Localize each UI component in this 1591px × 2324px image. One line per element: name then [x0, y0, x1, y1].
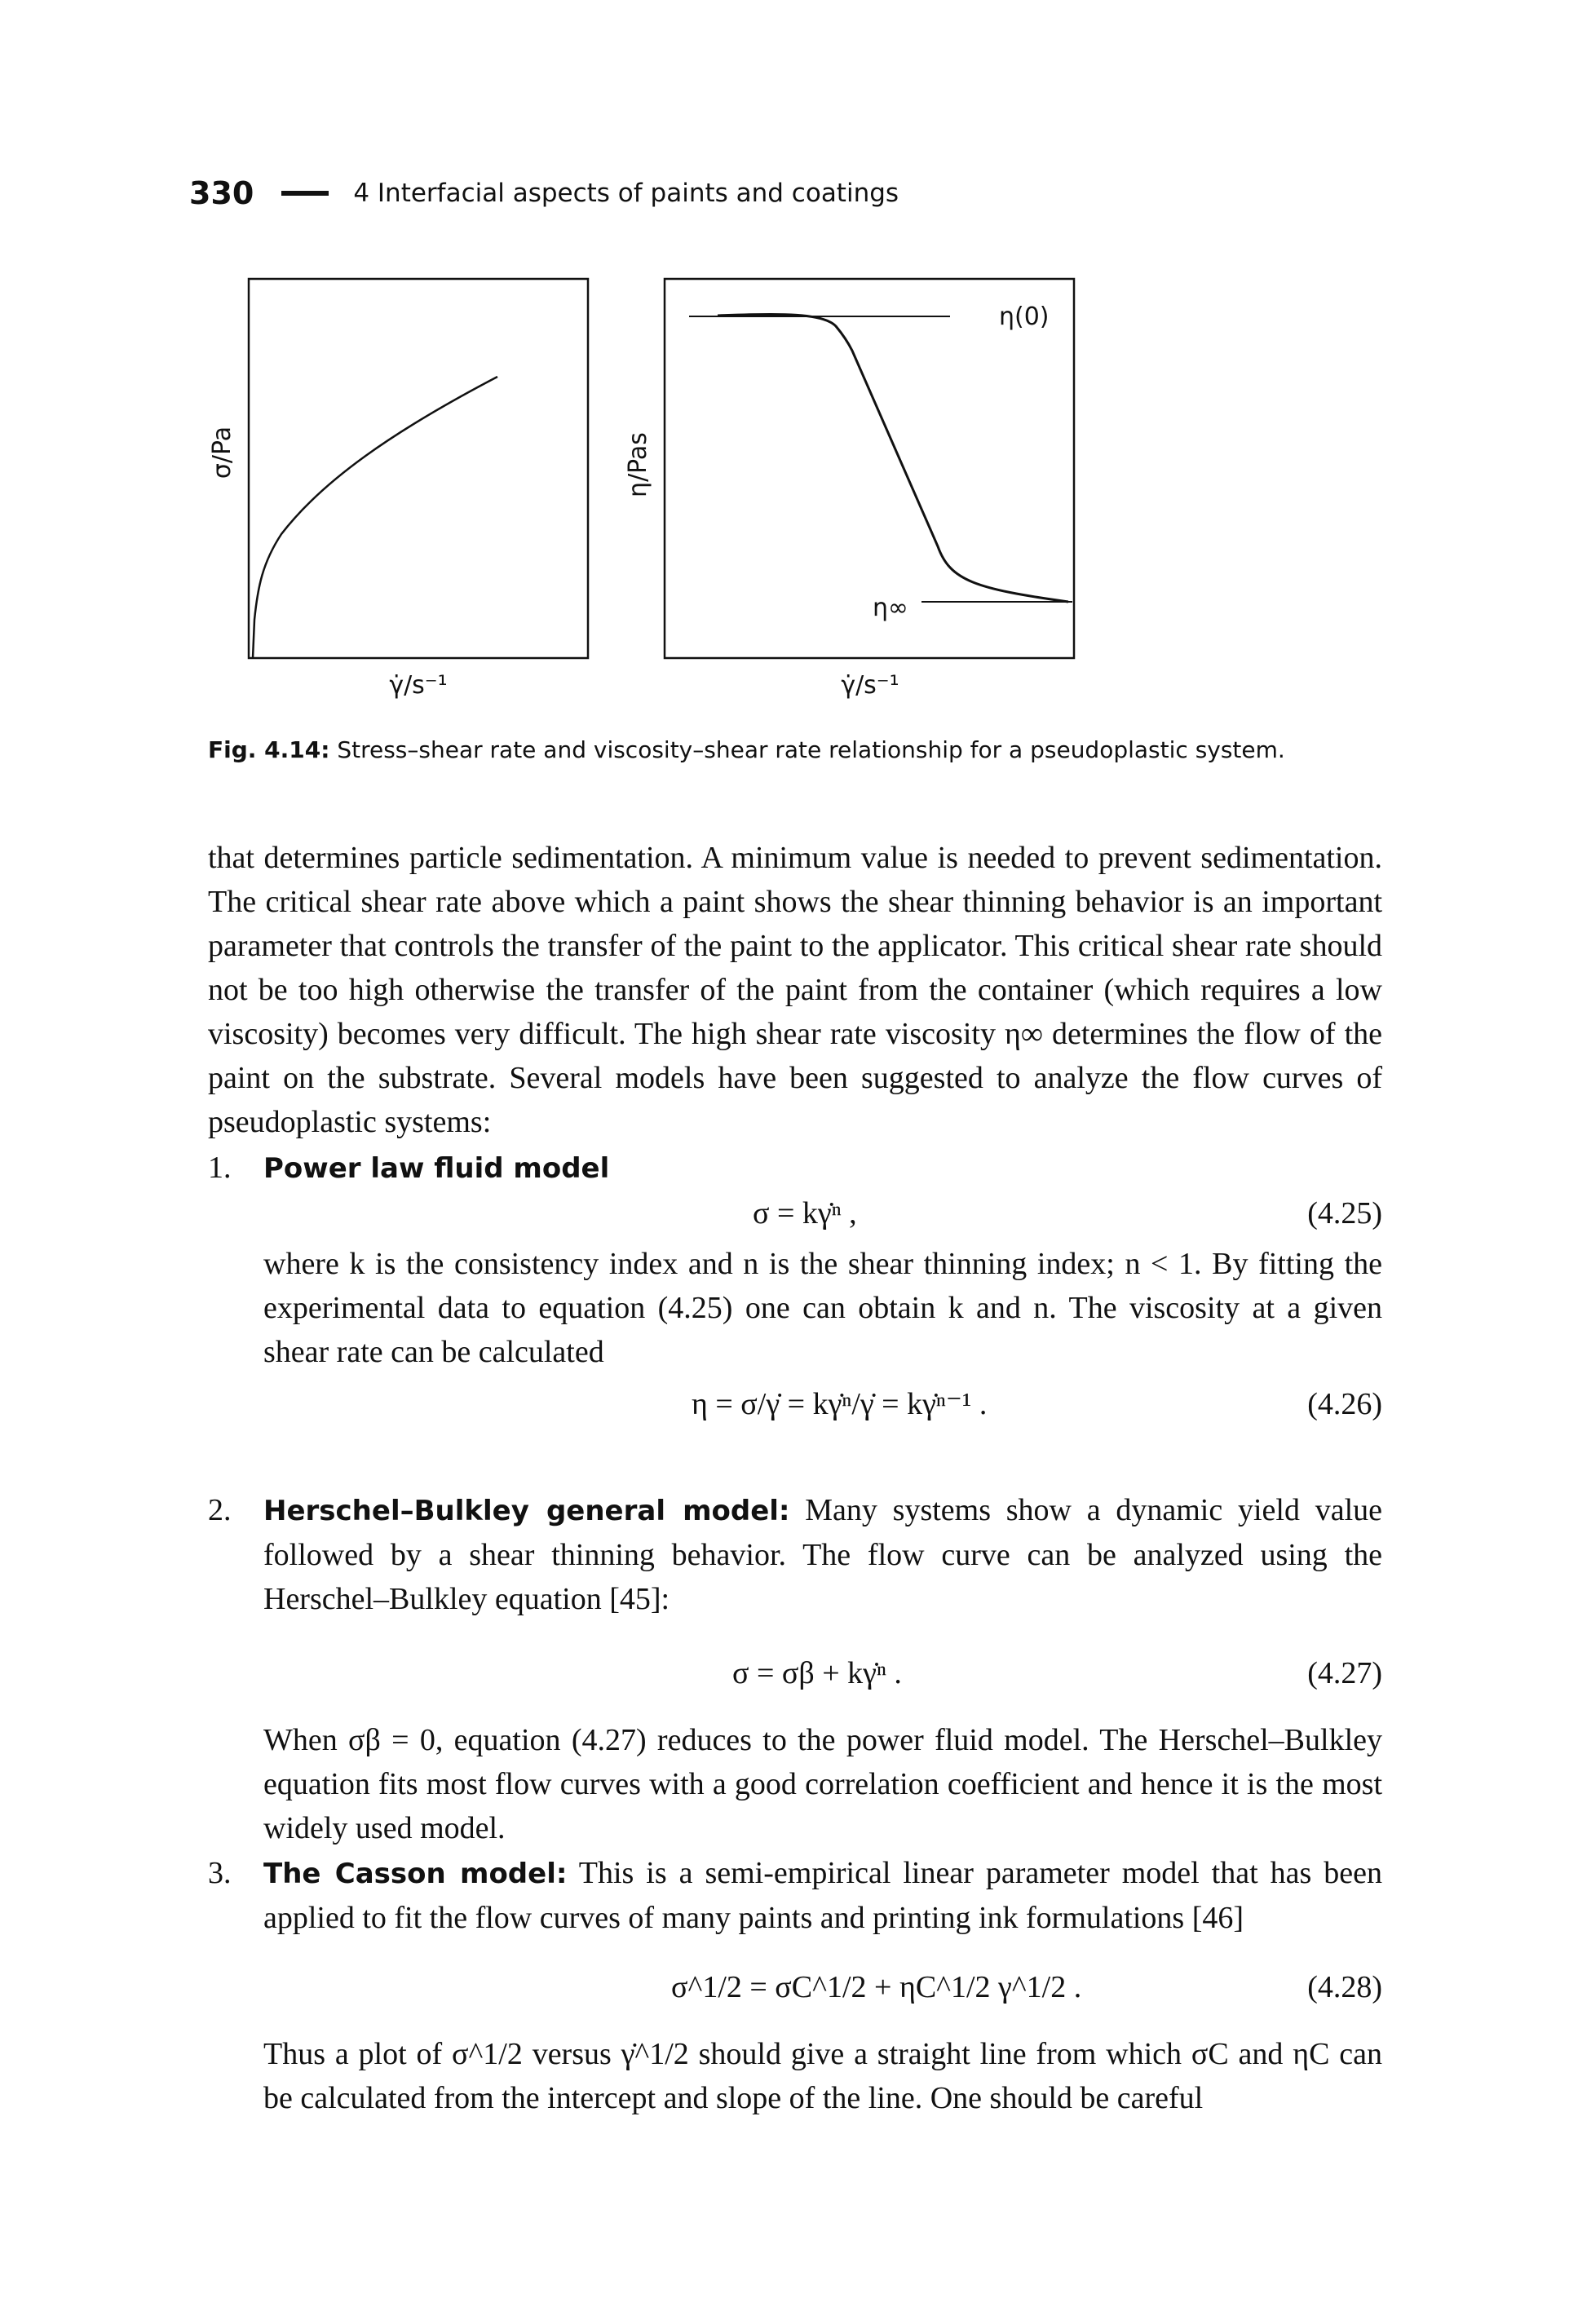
list-text-block: The Casson model: This is a semi-empiric… [263, 1851, 1382, 1940]
viscosity-curve [717, 312, 1069, 603]
list-text: This is a semi-empirical linear paramete… [263, 1856, 1383, 1935]
page-number: 330 [189, 175, 254, 211]
list-text-2: Thus a plot of σ^1/2 versus γ̇^1/2 shoul… [263, 2037, 1382, 2115]
list-number: 3. [208, 1856, 232, 1890]
equation-expression: η = σ/γ̇ = kγ̇ⁿ/γ̇ = kγ̇ⁿ⁻¹ . [692, 1387, 988, 1421]
equation-number: (4.27) [1307, 1656, 1382, 1690]
list-title: Herschel–Bulkley general model: [263, 1495, 790, 1527]
body-paragraph: that determines particle sedimentation. … [208, 836, 1382, 1144]
right-plot-frame [663, 277, 1076, 660]
list-text: where k is the consistency index and n i… [263, 1247, 1382, 1369]
stress-curve [251, 375, 498, 659]
figure-caption: Fig. 4.14: Stress–shear rate and viscosi… [208, 734, 1399, 767]
list-title: Power law fluid model [263, 1152, 610, 1185]
equation-number: (4.25) [1307, 1196, 1382, 1230]
right-ylabel: η/Pas [624, 432, 652, 497]
equation-expression: σ = kγ̇ⁿ , [753, 1196, 857, 1230]
page-header: 330 4 Interfacial aspects of paints and … [189, 173, 899, 214]
left-ylabel: σ/Pa [208, 426, 236, 479]
equation-4-28: σ^1/2 = σC^1/2 + ηC^1/2 γ^1/2 . (4.28) [263, 1965, 1382, 2014]
equation-4-27: σ = σβ + kγ̇ⁿ . (4.27) [263, 1651, 1382, 1700]
list-title: The Casson model: [263, 1858, 568, 1890]
eta-infinity-label: η∞ [873, 594, 908, 622]
list-text-2: When σβ = 0, equation (4.27) reduces to … [263, 1723, 1382, 1845]
paragraph-text: that determines particle sedimentation. … [208, 841, 1382, 1139]
equation-expression: σ^1/2 = σC^1/2 + ηC^1/2 γ^1/2 . [671, 1970, 1082, 2004]
list-number: 2. [208, 1493, 232, 1527]
right-xlabel: γ̇/s⁻¹ [841, 671, 899, 700]
caption-text: Stress–shear rate and viscosity–shear ra… [329, 736, 1285, 763]
figure-svg: σ/Pa γ̇/s⁻¹ η(0) η∞ η/Pas γ̇/s⁻¹ [208, 277, 1076, 700]
equation-4-25: σ = kγ̇ⁿ , (4.25) [263, 1191, 1382, 1240]
list-text: Many systems show a dynamic yield value … [263, 1493, 1382, 1616]
equation-number: (4.26) [1307, 1387, 1382, 1421]
equation-expression: σ = σβ + kγ̇ⁿ . [732, 1656, 902, 1690]
caption-label: Fig. 4.14: [208, 736, 330, 763]
list-text-block: Herschel–Bulkley general model: Many sys… [263, 1488, 1382, 1621]
header-rule [281, 191, 329, 196]
running-title: 4 Interfacial aspects of paints and coat… [353, 179, 899, 208]
left-plot-frame [247, 277, 590, 660]
list-number: 1. [208, 1151, 232, 1185]
list-title-line: Power law fluid model [263, 1146, 1382, 1191]
left-xlabel: γ̇/s⁻¹ [389, 671, 447, 700]
eta-zero-label: η(0) [999, 303, 1050, 331]
figure-4-14: σ/Pa γ̇/s⁻¹ η(0) η∞ η/Pas γ̇/s⁻¹ Fig. 4.… [0, 0, 1591, 763]
equation-number: (4.28) [1307, 1970, 1382, 2004]
equation-4-26: η = σ/γ̇ = kγ̇ⁿ/γ̇ = kγ̇ⁿ⁻¹ . (4.26) [263, 1382, 1382, 1431]
